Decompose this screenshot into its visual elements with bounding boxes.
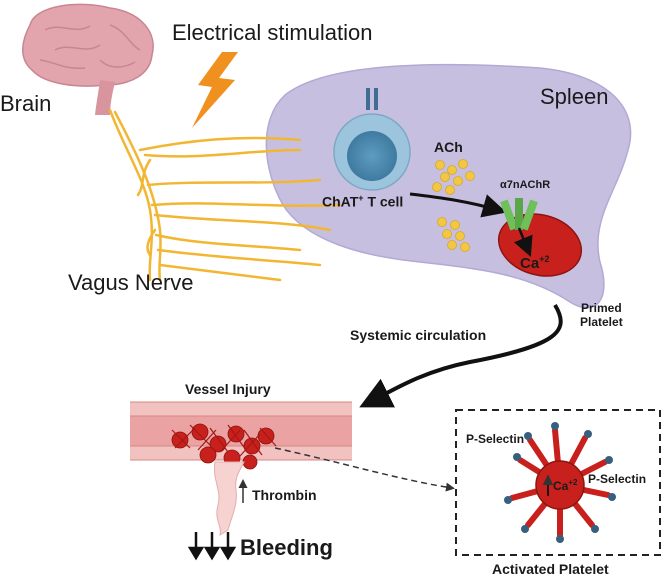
primed-platelet-line2: Platelet — [580, 315, 623, 329]
calcium-label-activated: Ca+2 — [553, 478, 578, 493]
brain-icon — [22, 3, 154, 115]
vagus-nerve-label: Vagus Nerve — [68, 270, 194, 295]
bleeding-label: Bleeding — [240, 535, 333, 560]
ach-label: ACh — [434, 139, 463, 155]
ach-arrow — [409, 192, 507, 218]
activation-dashed-arrow — [274, 447, 455, 492]
primed-platelet-label: Primed Platelet — [580, 302, 623, 328]
electrical-stimulation-label: Electrical stimulation — [172, 20, 373, 45]
chat-t-cell-main: ChAT — [322, 193, 359, 210]
spleen-label: Spleen — [540, 84, 609, 109]
chat-t-cell-label: ChAT+ T cell — [322, 194, 403, 209]
blood-vessel — [130, 401, 352, 461]
p-selectin-right-label: P-Selectin — [588, 472, 647, 486]
clot-filaments — [171, 424, 277, 457]
systemic-circulation-label: Systemic circulation — [350, 327, 487, 343]
primed-platelet — [497, 198, 583, 277]
chat-t-cell-sup: + — [358, 193, 364, 203]
ach-molecules-lower — [437, 217, 470, 252]
brain-label: Brain — [0, 91, 52, 116]
vessel-injury-label: Vessel Injury — [185, 381, 271, 397]
calcium-base-activated: Ca — [553, 479, 569, 493]
calcium-sup-activated: +2 — [568, 478, 578, 487]
ach-molecules-upper — [432, 159, 475, 195]
receptor-icon — [500, 198, 538, 231]
vagus-nerve — [108, 108, 342, 282]
lightning-icon — [192, 52, 238, 128]
circulation-arrow — [359, 303, 563, 408]
bleeding-arrows-icon — [187, 532, 237, 561]
p-selectin-left-label: P-Selectin — [466, 432, 525, 446]
activated-platelet-label: Activated Platelet — [492, 561, 609, 577]
receptor-label: α7nAChR — [500, 179, 551, 191]
thrombin-label: Thrombin — [252, 487, 317, 503]
calcium-base: Ca — [520, 255, 540, 272]
calcium-sup: +2 — [539, 254, 550, 264]
calcium-label-primed: Ca+2 — [520, 254, 550, 272]
activated-platelet-box — [455, 409, 661, 556]
bleeding-drip — [213, 461, 245, 537]
activated-platelet — [504, 422, 616, 543]
primed-platelet-line1: Primed — [581, 301, 622, 315]
chat-t-cell-rest: T cell — [363, 193, 404, 210]
t-cell — [333, 88, 411, 191]
